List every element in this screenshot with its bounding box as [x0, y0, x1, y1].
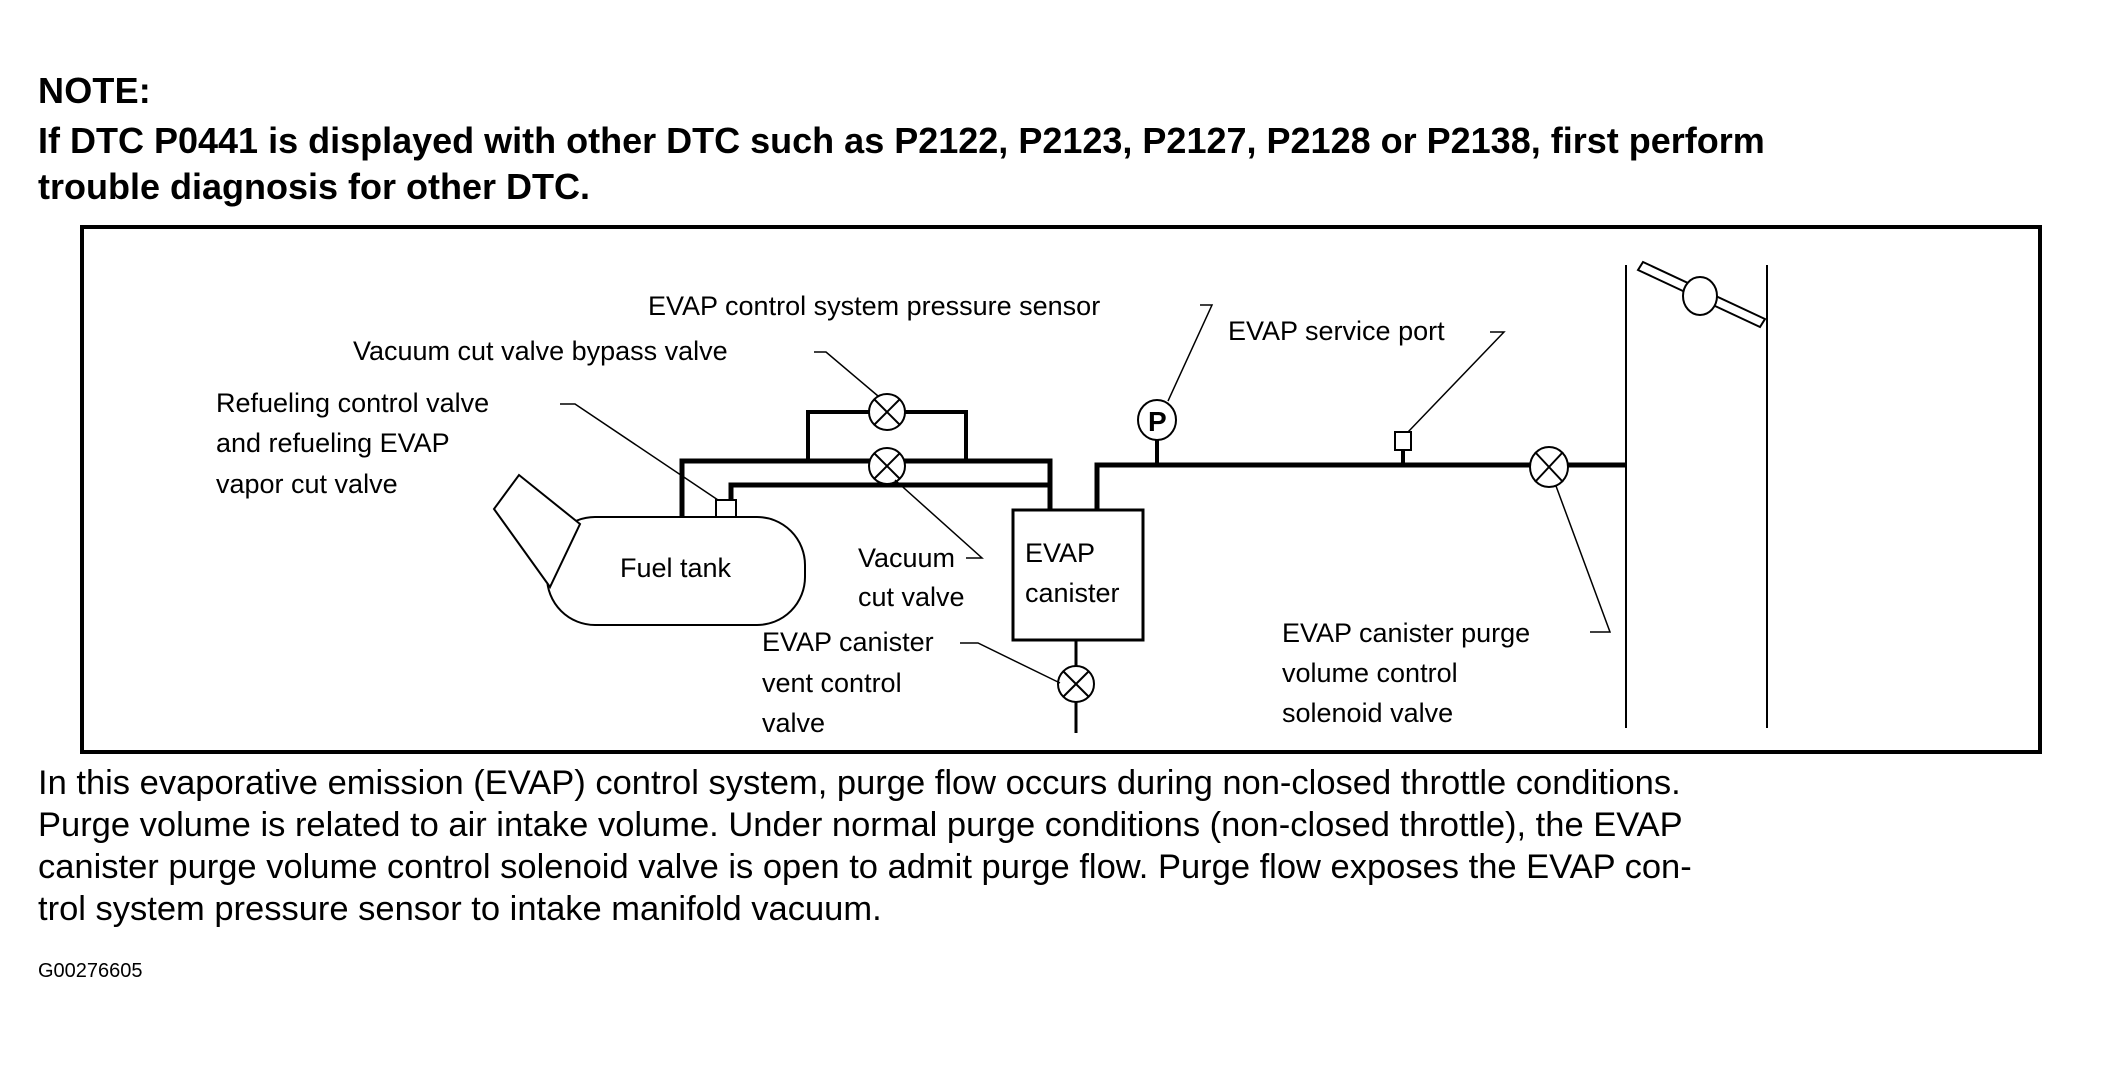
label-purge-line-3: solenoid valve — [1282, 698, 1453, 728]
label-vent-line-2: vent control — [762, 668, 902, 698]
leader-vent-valve — [960, 642, 1061, 684]
fuel-tank-label: Fuel tank — [620, 553, 732, 583]
leader-purge-valve — [1555, 485, 1612, 633]
pressure-sensor-symbol: P — [1148, 406, 1167, 437]
evap-canister-vent-control-valve — [1057, 665, 1095, 703]
label-vent-line-1: EVAP canister — [762, 627, 934, 657]
label-service-port: EVAP service port — [1228, 316, 1445, 346]
label-purge-line-2: volume control — [1282, 658, 1458, 688]
vacuum-cut-valve — [868, 447, 906, 485]
refueling-control-valve — [715, 499, 737, 518]
label-vent-line-3: valve — [762, 708, 825, 738]
paragraph-line-4: trol system pressure sensor to intake ma… — [38, 890, 882, 928]
tank-pipe-upper — [679, 458, 1053, 517]
label-refueling-line-2: and refueling EVAP — [216, 428, 450, 458]
label-vacuum-cut-line-1: Vacuum — [858, 543, 955, 573]
leader-bypass-valve — [814, 351, 879, 397]
evap-canister-purge-volume-control-solenoid-valve — [1529, 446, 1569, 488]
leader-vacuum-cut-valve — [894, 479, 984, 559]
leader-pressure-sensor — [1167, 304, 1214, 402]
figure-code: G00276605 — [38, 960, 143, 982]
note-text-line-2: trouble diagnosis for other DTC. — [38, 166, 591, 207]
diagram-frame — [80, 225, 2042, 754]
evap-canister — [1011, 508, 1145, 642]
vacuum-cut-valve-bypass-valve — [868, 393, 906, 431]
label-vacuum-cut-line-2: cut valve — [858, 582, 965, 612]
evap-service-port — [1394, 431, 1412, 451]
evap-control-system-pressure-sensor: P — [1137, 399, 1177, 441]
tank-pipe-lower — [728, 482, 1050, 500]
label-refueling-line-1: Refueling control valve — [216, 388, 489, 418]
canister-label-line-1: EVAP — [1025, 538, 1095, 568]
note-heading: NOTE: — [38, 70, 151, 111]
canister-label-line-2: canister — [1025, 578, 1120, 608]
filler-neck — [492, 473, 582, 589]
note-text-line-1: If DTC P0441 is displayed with other DTC… — [38, 120, 1765, 161]
leader-refueling-valve — [560, 403, 719, 501]
paragraph-line-3: canister purge volume control solenoid v… — [38, 848, 1692, 886]
leader-service-port — [1407, 331, 1506, 433]
paragraph-line-2: Purge volume is related to air intake vo… — [38, 806, 1683, 844]
description-paragraph: In this evaporative emission (EVAP) cont… — [38, 762, 2108, 930]
label-pressure-sensor: EVAP control system pressure sensor — [648, 291, 1100, 321]
label-bypass-valve: Vacuum cut valve bypass valve — [353, 336, 728, 366]
label-refueling-line-3: vapor cut valve — [216, 469, 398, 499]
purge-line — [1094, 462, 1625, 510]
throttle-valve — [1636, 260, 1767, 329]
label-purge-line-1: EVAP canister purge — [1282, 618, 1530, 648]
note-text: If DTC P0441 is displayed with other DTC… — [38, 118, 2118, 210]
paragraph-line-1: In this evaporative emission (EVAP) cont… — [38, 764, 1681, 802]
